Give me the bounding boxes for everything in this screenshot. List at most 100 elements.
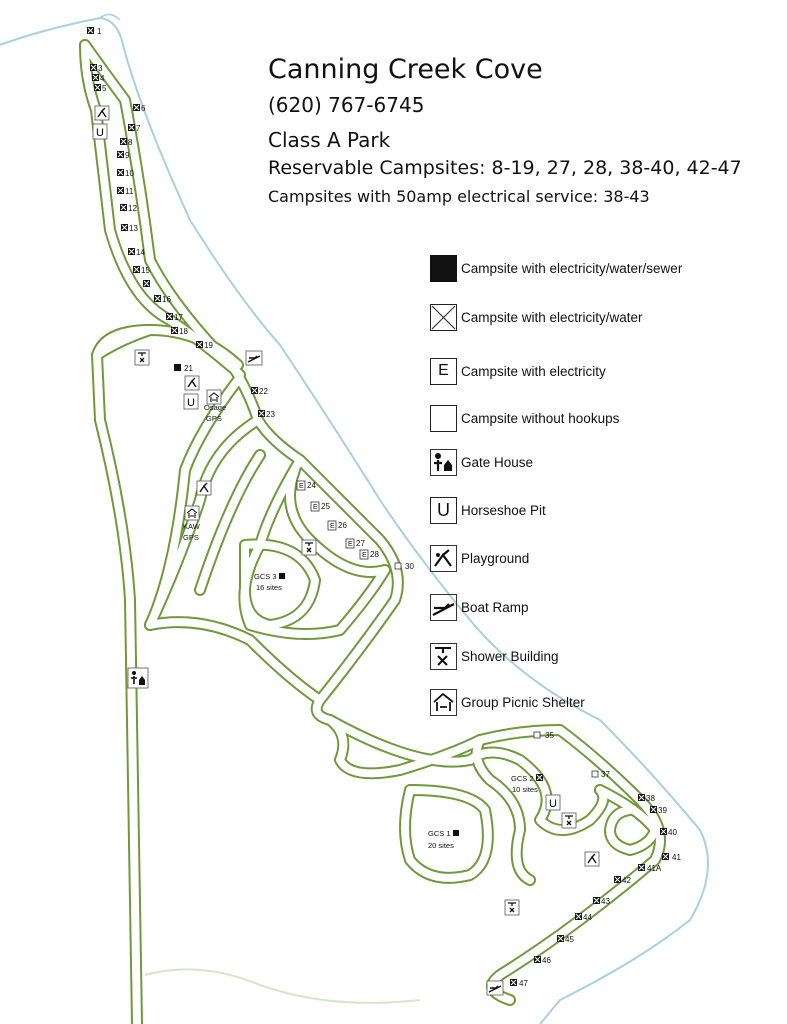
group-picnic-shelter-icon bbox=[184, 505, 200, 521]
group-picnic-shelter-icon bbox=[206, 389, 222, 405]
campsite-41a[interactable]: 41A bbox=[637, 863, 662, 873]
svg-text:41: 41 bbox=[672, 853, 681, 862]
campsite-3[interactable]: 3 bbox=[89, 63, 103, 73]
amp50-campsites: Campsites with 50amp electrical service:… bbox=[268, 187, 650, 206]
svg-text:11: 11 bbox=[125, 187, 134, 196]
svg-text:E: E bbox=[313, 504, 318, 511]
legend-item-playground: Playground bbox=[430, 544, 529, 572]
campsite-44[interactable]: 44 bbox=[574, 912, 592, 922]
svg-text:15: 15 bbox=[141, 266, 150, 275]
campsite-11[interactable]: 11 bbox=[116, 186, 134, 196]
playground-icon bbox=[430, 544, 457, 572]
shoreline-inner bbox=[99, 13, 121, 21]
legend-label: Playground bbox=[461, 550, 530, 566]
svg-text:21: 21 bbox=[184, 364, 193, 373]
svg-text:30: 30 bbox=[405, 562, 414, 571]
campsite-7[interactable]: 7 bbox=[127, 123, 141, 133]
campsite-39[interactable]: 39 bbox=[649, 805, 667, 815]
campsite-19[interactable]: 19 bbox=[195, 340, 213, 350]
svg-text:25: 25 bbox=[321, 502, 330, 511]
campsite-35[interactable]: 35 bbox=[533, 731, 554, 740]
campsite-9[interactable]: 9 bbox=[116, 150, 130, 160]
svg-text:GPS: GPS bbox=[206, 414, 222, 423]
horseshoe-pit-icon: U bbox=[430, 496, 457, 524]
campsite-12[interactable]: 12 bbox=[119, 203, 137, 213]
svg-text:28: 28 bbox=[370, 550, 379, 559]
campsite-15[interactable]: 15 bbox=[132, 265, 150, 275]
svg-text:26: 26 bbox=[338, 521, 347, 530]
campsite-8[interactable]: 8 bbox=[119, 137, 133, 147]
park-phone[interactable]: (620) 767-6745 bbox=[268, 93, 425, 117]
legend-item-no-hookup: Campsite without hookups bbox=[430, 404, 619, 432]
svg-text:6: 6 bbox=[141, 104, 146, 113]
svg-text:37: 37 bbox=[601, 770, 610, 779]
svg-text:8: 8 bbox=[128, 138, 133, 147]
campsite-15b[interactable] bbox=[142, 279, 151, 288]
campsite-47[interactable]: 47 bbox=[509, 978, 528, 988]
campsite-30[interactable]: 30 bbox=[394, 562, 414, 571]
group-picnic-shelter-icon bbox=[430, 688, 457, 716]
svg-text:U: U bbox=[187, 397, 195, 409]
gate-house-icon bbox=[430, 448, 457, 476]
park-class: Class A Park bbox=[268, 128, 391, 152]
shower-building-icon bbox=[134, 349, 150, 366]
svg-text:12: 12 bbox=[128, 204, 137, 213]
campsite-6[interactable]: 6 bbox=[132, 103, 146, 113]
legend-label: Campsite without hookups bbox=[461, 410, 620, 426]
svg-text:4: 4 bbox=[100, 74, 105, 83]
svg-text:17: 17 bbox=[174, 313, 183, 322]
campsite-45[interactable]: 45 bbox=[556, 934, 574, 944]
playground-icon bbox=[584, 851, 600, 867]
campsite-16[interactable]: 16 bbox=[153, 294, 171, 304]
svg-text:22: 22 bbox=[259, 387, 268, 396]
campsite-5[interactable]: 5 bbox=[93, 83, 107, 93]
svg-text:20 sites: 20 sites bbox=[428, 841, 454, 850]
svg-text:47: 47 bbox=[519, 979, 528, 988]
svg-text:10: 10 bbox=[125, 169, 134, 178]
boat-ramp-icon bbox=[486, 980, 504, 996]
faint-trail bbox=[144, 968, 421, 1004]
campsite-14[interactable]: 14 bbox=[127, 247, 145, 257]
campsite-10[interactable]: 10 bbox=[116, 168, 134, 178]
campsite-1[interactable]: 1 bbox=[86, 26, 102, 36]
campsite-41[interactable]: 41 bbox=[661, 852, 681, 862]
svg-text:E: E bbox=[348, 541, 353, 548]
campsite-38[interactable]: 38 bbox=[637, 793, 655, 803]
campsite-13[interactable]: 13 bbox=[120, 223, 138, 233]
legend-item-shower: Shower Building bbox=[430, 642, 559, 670]
svg-text:U: U bbox=[96, 127, 104, 139]
svg-text:38: 38 bbox=[646, 794, 655, 803]
shower-building-icon bbox=[301, 539, 317, 556]
legend-item-boat-ramp: Boat Ramp bbox=[430, 593, 529, 621]
campsite-37[interactable]: 37 bbox=[591, 770, 610, 779]
svg-text:Osage: Osage bbox=[204, 403, 226, 412]
svg-text:10 sites: 10 sites bbox=[512, 785, 538, 794]
campsite-4[interactable]: 4 bbox=[91, 73, 105, 83]
horseshoe-pit-icon: U bbox=[545, 794, 561, 811]
campsite-22[interactable]: 22 bbox=[250, 386, 268, 396]
svg-text:42: 42 bbox=[622, 876, 631, 885]
campsite-18[interactable]: 18 bbox=[170, 326, 188, 336]
shower-building-icon bbox=[430, 642, 457, 670]
group-camp-gcs3[interactable]: GCS 3 16 sites bbox=[254, 572, 285, 592]
legend-label: Shower Building bbox=[461, 648, 559, 664]
campsite-21[interactable]: 21 bbox=[174, 364, 193, 373]
campsite-46[interactable]: 46 bbox=[533, 955, 551, 965]
svg-text:41A: 41A bbox=[647, 864, 662, 873]
group-camp-gcs1[interactable]: GCS 1 20 sites bbox=[428, 829, 459, 850]
legend-label: Horseshoe Pit bbox=[461, 502, 546, 518]
svg-text:23: 23 bbox=[266, 410, 275, 419]
group-camp-gcs2[interactable]: GCS 2 10 sites bbox=[511, 773, 544, 794]
park-title: Canning Creek Cove bbox=[268, 54, 543, 85]
campsite-43[interactable]: 43 bbox=[592, 896, 610, 906]
campsite-40[interactable]: 40 bbox=[659, 827, 677, 837]
campsite-42[interactable]: 42 bbox=[613, 875, 631, 885]
campsite-17[interactable]: 17 bbox=[165, 312, 183, 322]
campsite-23[interactable]: 23 bbox=[257, 409, 275, 419]
svg-text:1: 1 bbox=[97, 27, 102, 36]
